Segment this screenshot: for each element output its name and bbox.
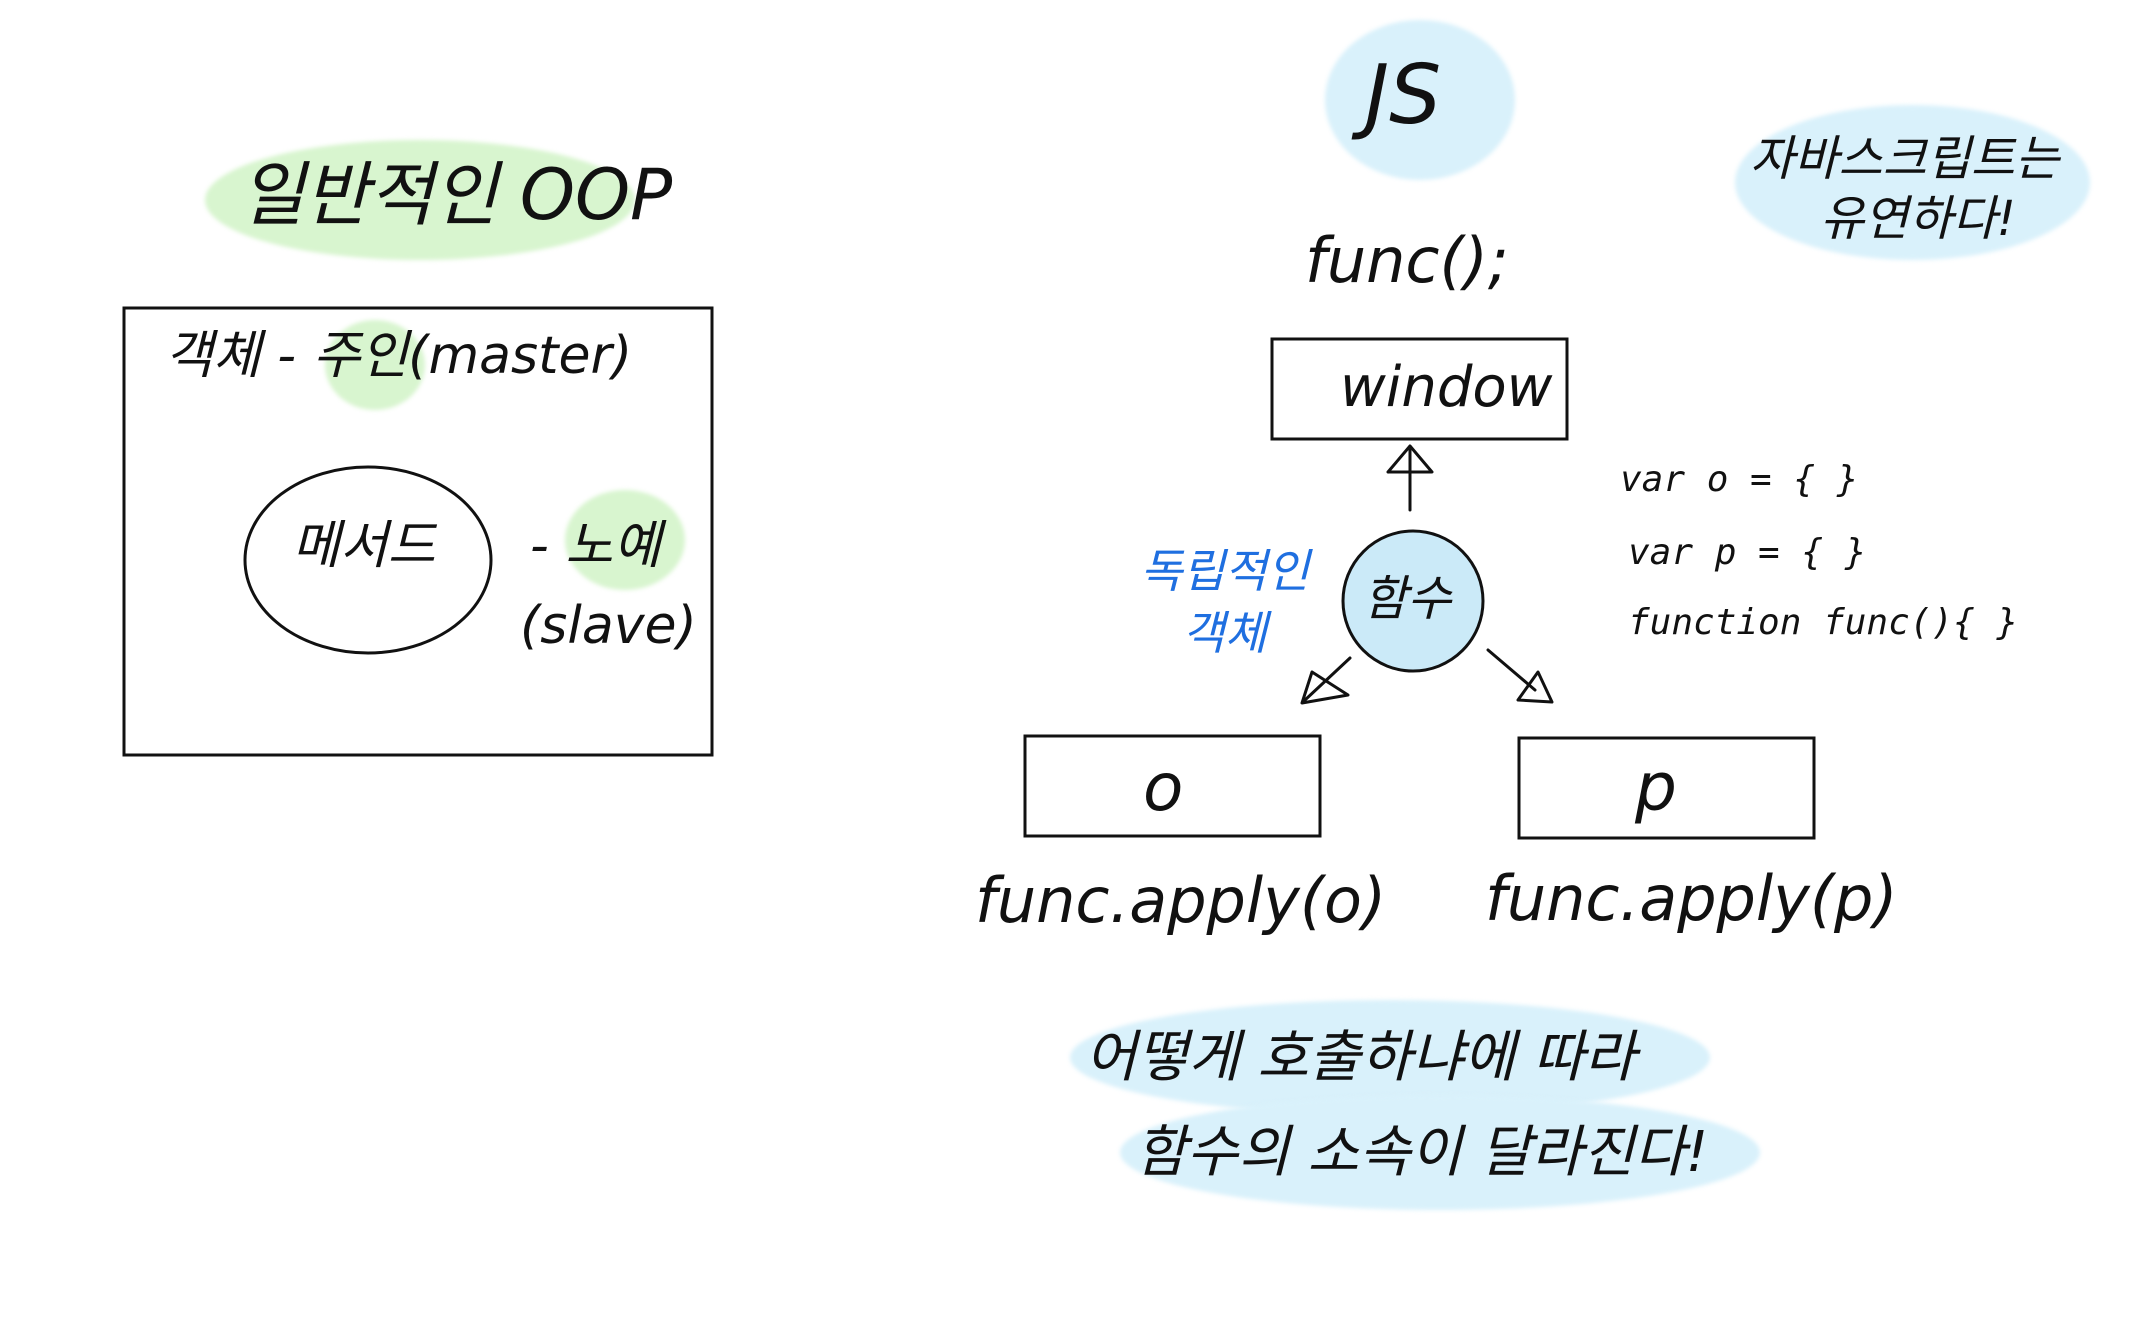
js-highlight <box>1325 20 1515 180</box>
code-line-var-p: var p = { } <box>1628 532 1867 573</box>
conclusion-line2: 함수의 소속이 달라진다! <box>1135 1120 1709 1185</box>
p-label: p <box>1635 749 1677 826</box>
conclusion-highlight-2 <box>1120 1095 1760 1210</box>
slave-label: - 노예 <box>530 516 661 576</box>
method-label: 메서드 <box>292 516 436 576</box>
window-box <box>1270 337 1569 441</box>
master-highlight <box>325 320 425 410</box>
function-circle <box>1341 529 1485 673</box>
flexible-note-line1: 자바스크립트는 <box>1750 131 2060 187</box>
p-box <box>1517 736 1816 840</box>
o-label: o <box>1143 749 1184 826</box>
note-highlight <box>1735 105 2090 260</box>
slave-en-label: (slave) <box>520 596 697 656</box>
independent-object-label: 독립적인 객체 <box>1140 544 1310 661</box>
arrow-to-window <box>1386 444 1434 512</box>
flexible-note-line2: 유연하다! <box>1820 191 2016 247</box>
window-label: window <box>1340 355 1553 420</box>
arrow-to-o <box>1300 656 1352 705</box>
oop-title: 일반적인 OOP <box>240 154 673 236</box>
js-title: JS <box>1365 48 1442 143</box>
apply-o-label: func.apply(o) <box>975 864 1387 937</box>
title-highlight <box>205 140 635 260</box>
apply-p-label: func.apply(p) <box>1485 862 1898 935</box>
method-ellipse <box>243 465 493 655</box>
oop-object-box <box>122 306 714 757</box>
code-line-function: function func(){ } <box>1628 602 2019 643</box>
object-master-label: 객체 - 주인(master) <box>165 326 633 386</box>
function-circle-label: 함수 <box>1363 571 1452 627</box>
func-call: func(); <box>1305 224 1509 297</box>
conclusion-line1: 어떻게 호출하냐에 따라 <box>1085 1025 1636 1090</box>
arrow-to-p <box>1486 648 1554 704</box>
code-line-var-o: var o = { } <box>1620 459 1859 500</box>
slave-highlight <box>565 490 685 590</box>
o-box <box>1023 734 1322 838</box>
